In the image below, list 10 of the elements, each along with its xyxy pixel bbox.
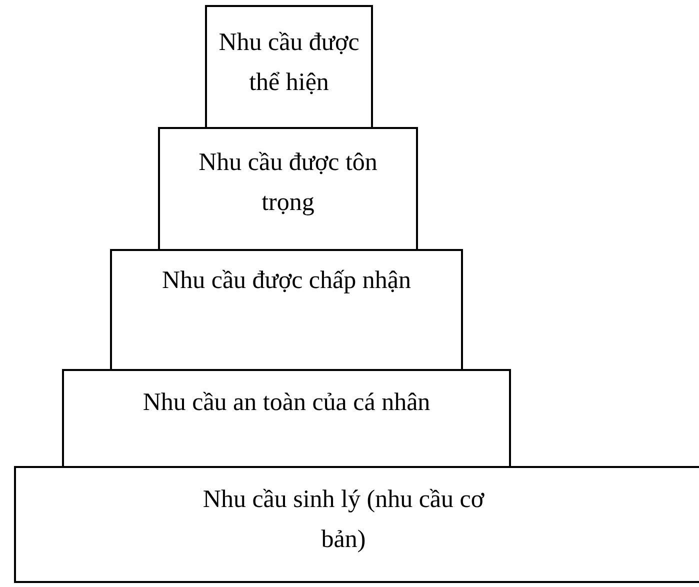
pyramid-level-box [110,249,463,371]
pyramid-level-box [158,127,418,251]
level-label: Nhu cầu được chấp nhận [161,266,412,296]
level-label: Nhu cầu được thể hiện [218,28,360,98]
level-label: Nhu cầu được tôn trọng [198,148,378,218]
pyramid-level-box [62,369,511,468]
pyramid-level-box [205,5,373,129]
level-label: Nhu cầu an toàn của cá nhân [142,388,432,418]
pyramid-level-box [14,466,699,583]
level-label: Nhu cầu sinh lý (nhu cầu cơ bản) [202,485,486,555]
